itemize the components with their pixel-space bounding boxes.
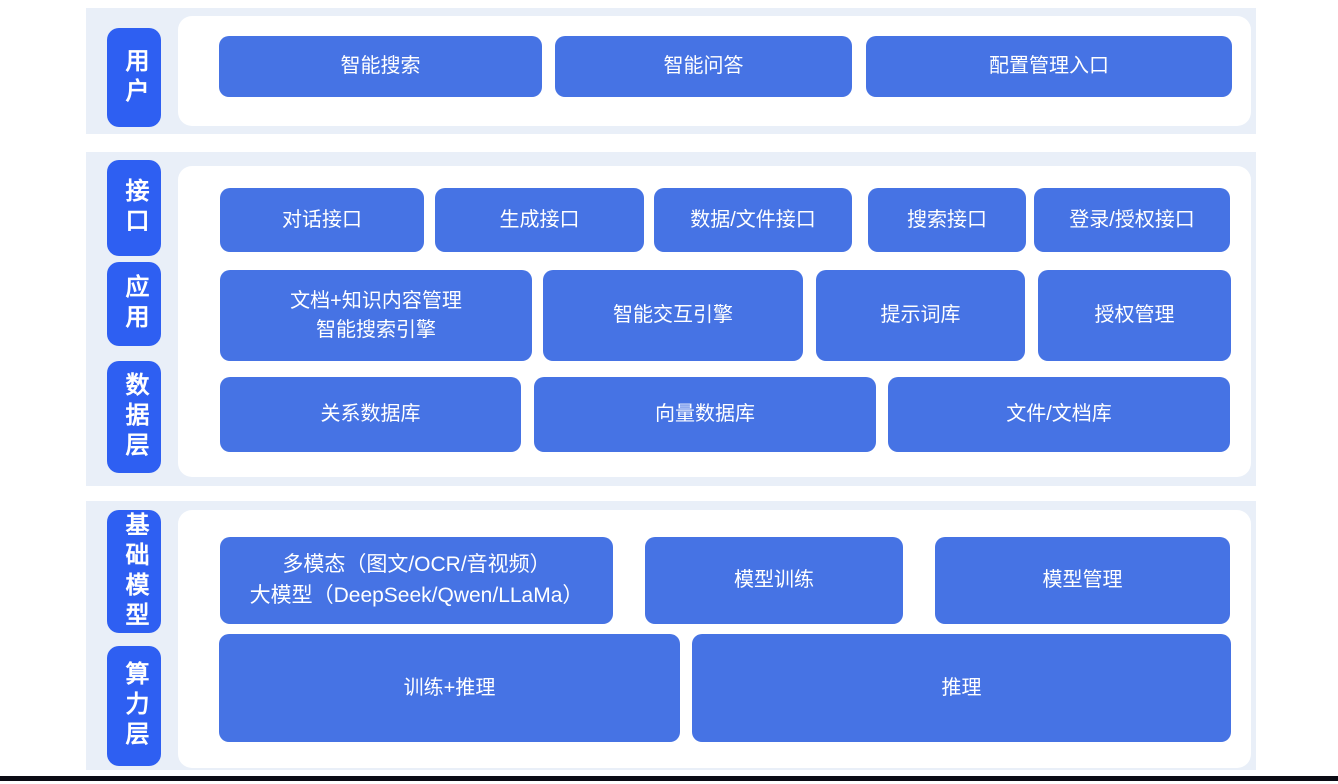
box-training-inference: 训练+推理 [219,634,680,742]
box-login-auth-api: 登录/授权接口 [1034,188,1230,252]
box-interactive-engine: 智能交互引擎 [543,270,803,361]
layer-label-api: 接口 [107,160,161,256]
box-generation-api-label: 生成接口 [499,208,580,231]
box-data-file-api: 数据/文件接口 [654,188,852,252]
box-search-engine-line: 智能搜索引擎 [316,318,436,341]
box-config-management-entry: 配置管理入口 [866,36,1232,97]
layer-label-compute-layer-text: 算力层 [121,661,148,751]
box-auth-management-label: 授权管理 [1094,304,1175,326]
box-model-management: 模型管理 [935,537,1230,624]
box-file-doc-store: 文件/文档库 [888,377,1230,452]
layer-label-user: 用户 [107,28,161,127]
layer-label-api-text: 接口 [121,178,148,238]
box-smart-qa: 智能问答 [555,36,852,97]
box-doc-knowledge-line: 文档+知识内容管理 [290,289,462,312]
layer-label-data-layer: 数据层 [107,361,161,473]
box-interactive-engine-label: 智能交互引擎 [613,304,733,326]
box-login-auth-api-label: 登录/授权接口 [1069,208,1195,231]
box-training-inference-label: 训练+推理 [403,676,496,699]
box-multimodal-line: 多模态（图文/OCR/音视频） [282,553,551,577]
box-smart-search-label: 智能搜索 [340,55,421,77]
layer-label-compute-layer: 算力层 [107,646,161,766]
box-prompt-library-label: 提示词库 [880,304,961,326]
box-smart-qa-label: 智能问答 [663,55,744,77]
box-doc-knowledge-search-engine: 文档+知识内容管理 智能搜索引擎 [220,270,532,361]
box-relational-db: 关系数据库 [220,377,521,452]
box-inference: 推理 [692,634,1231,742]
box-config-management-entry-label: 配置管理入口 [989,55,1109,77]
box-multimodal-llm: 多模态（图文/OCR/音视频） 大模型（DeepSeek/Qwen/LLaMa） [220,537,613,624]
box-prompt-library: 提示词库 [816,270,1025,361]
box-model-training-label: 模型训练 [734,569,814,591]
layer-label-user-text: 用户 [121,47,148,108]
box-dialog-api: 对话接口 [220,188,424,252]
box-data-file-api-label: 数据/文件接口 [690,208,816,231]
layer-label-data-layer-text: 数据层 [121,372,148,462]
box-generation-api: 生成接口 [435,188,644,252]
box-vector-db: 向量数据库 [534,377,876,452]
box-smart-search: 智能搜索 [219,36,542,97]
box-model-management-label: 模型管理 [1042,569,1123,591]
layer-label-application-text: 应用 [121,274,148,334]
box-search-api-label: 搜索接口 [907,208,987,231]
box-relational-db-label: 关系数据库 [320,403,421,425]
box-llm-line: 大模型（DeepSeek/Qwen/LLaMa） [249,583,584,607]
box-inference-label: 推理 [941,676,982,699]
layer-label-foundation-model: 基础模型 [107,510,161,633]
box-vector-db-label: 向量数据库 [655,403,755,425]
layer-label-application: 应用 [107,262,161,346]
box-auth-management: 授权管理 [1038,270,1231,361]
box-file-doc-store-label: 文件/文档库 [1006,403,1112,425]
box-model-training: 模型训练 [645,537,903,624]
box-dialog-api-label: 对话接口 [282,208,362,231]
box-search-api: 搜索接口 [868,188,1026,252]
layer-label-foundation-model-text: 基础模型 [121,511,148,632]
bottom-divider-line [0,776,1338,781]
